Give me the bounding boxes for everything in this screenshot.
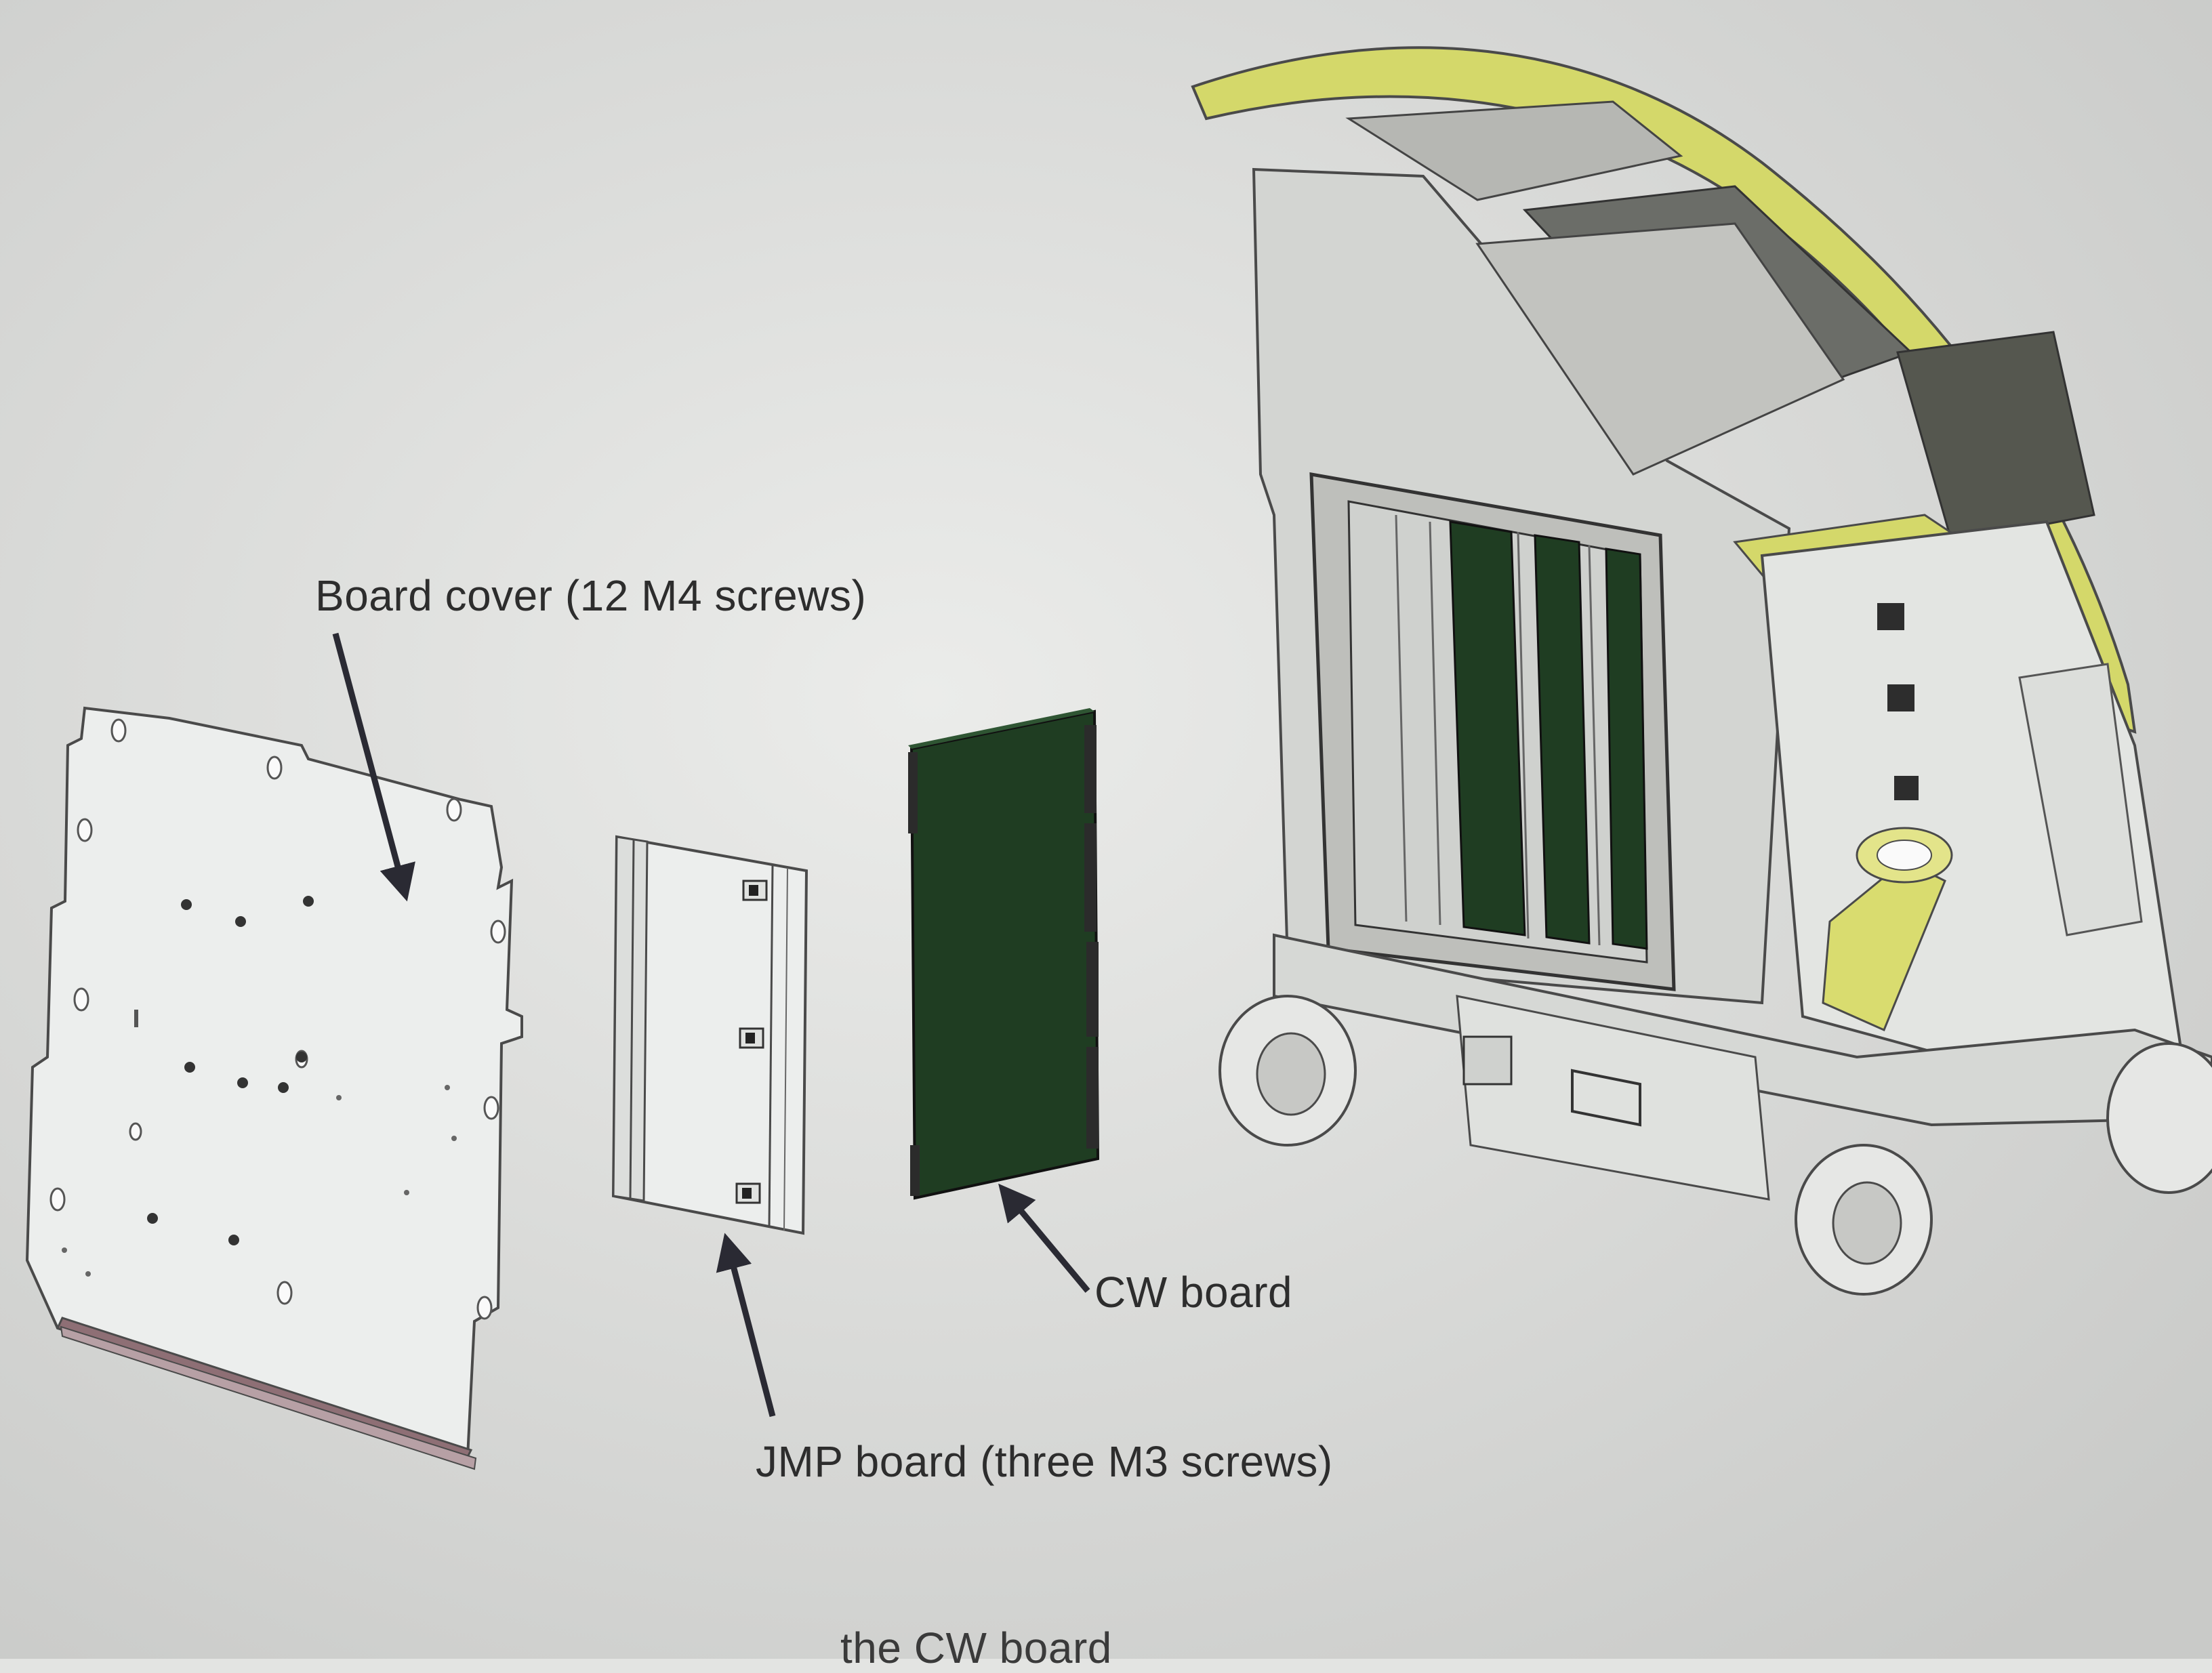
jmp-board-label: JMP board (three M3 screws)	[756, 1437, 1333, 1486]
board-cover-label: Board cover (12 M4 screws)	[315, 571, 867, 620]
cart-chassis	[1191, 46, 2212, 1296]
jmp-board-arrow	[716, 1233, 776, 1418]
cw-board-arrow	[998, 1183, 1090, 1293]
cw-board	[908, 708, 1100, 1200]
jmp-board	[611, 835, 808, 1235]
figure-caption-cut-off: the CW board	[840, 1624, 1112, 1672]
board-cover-arrow	[332, 632, 415, 902]
cw-board-label: CW board	[1094, 1268, 1293, 1317]
